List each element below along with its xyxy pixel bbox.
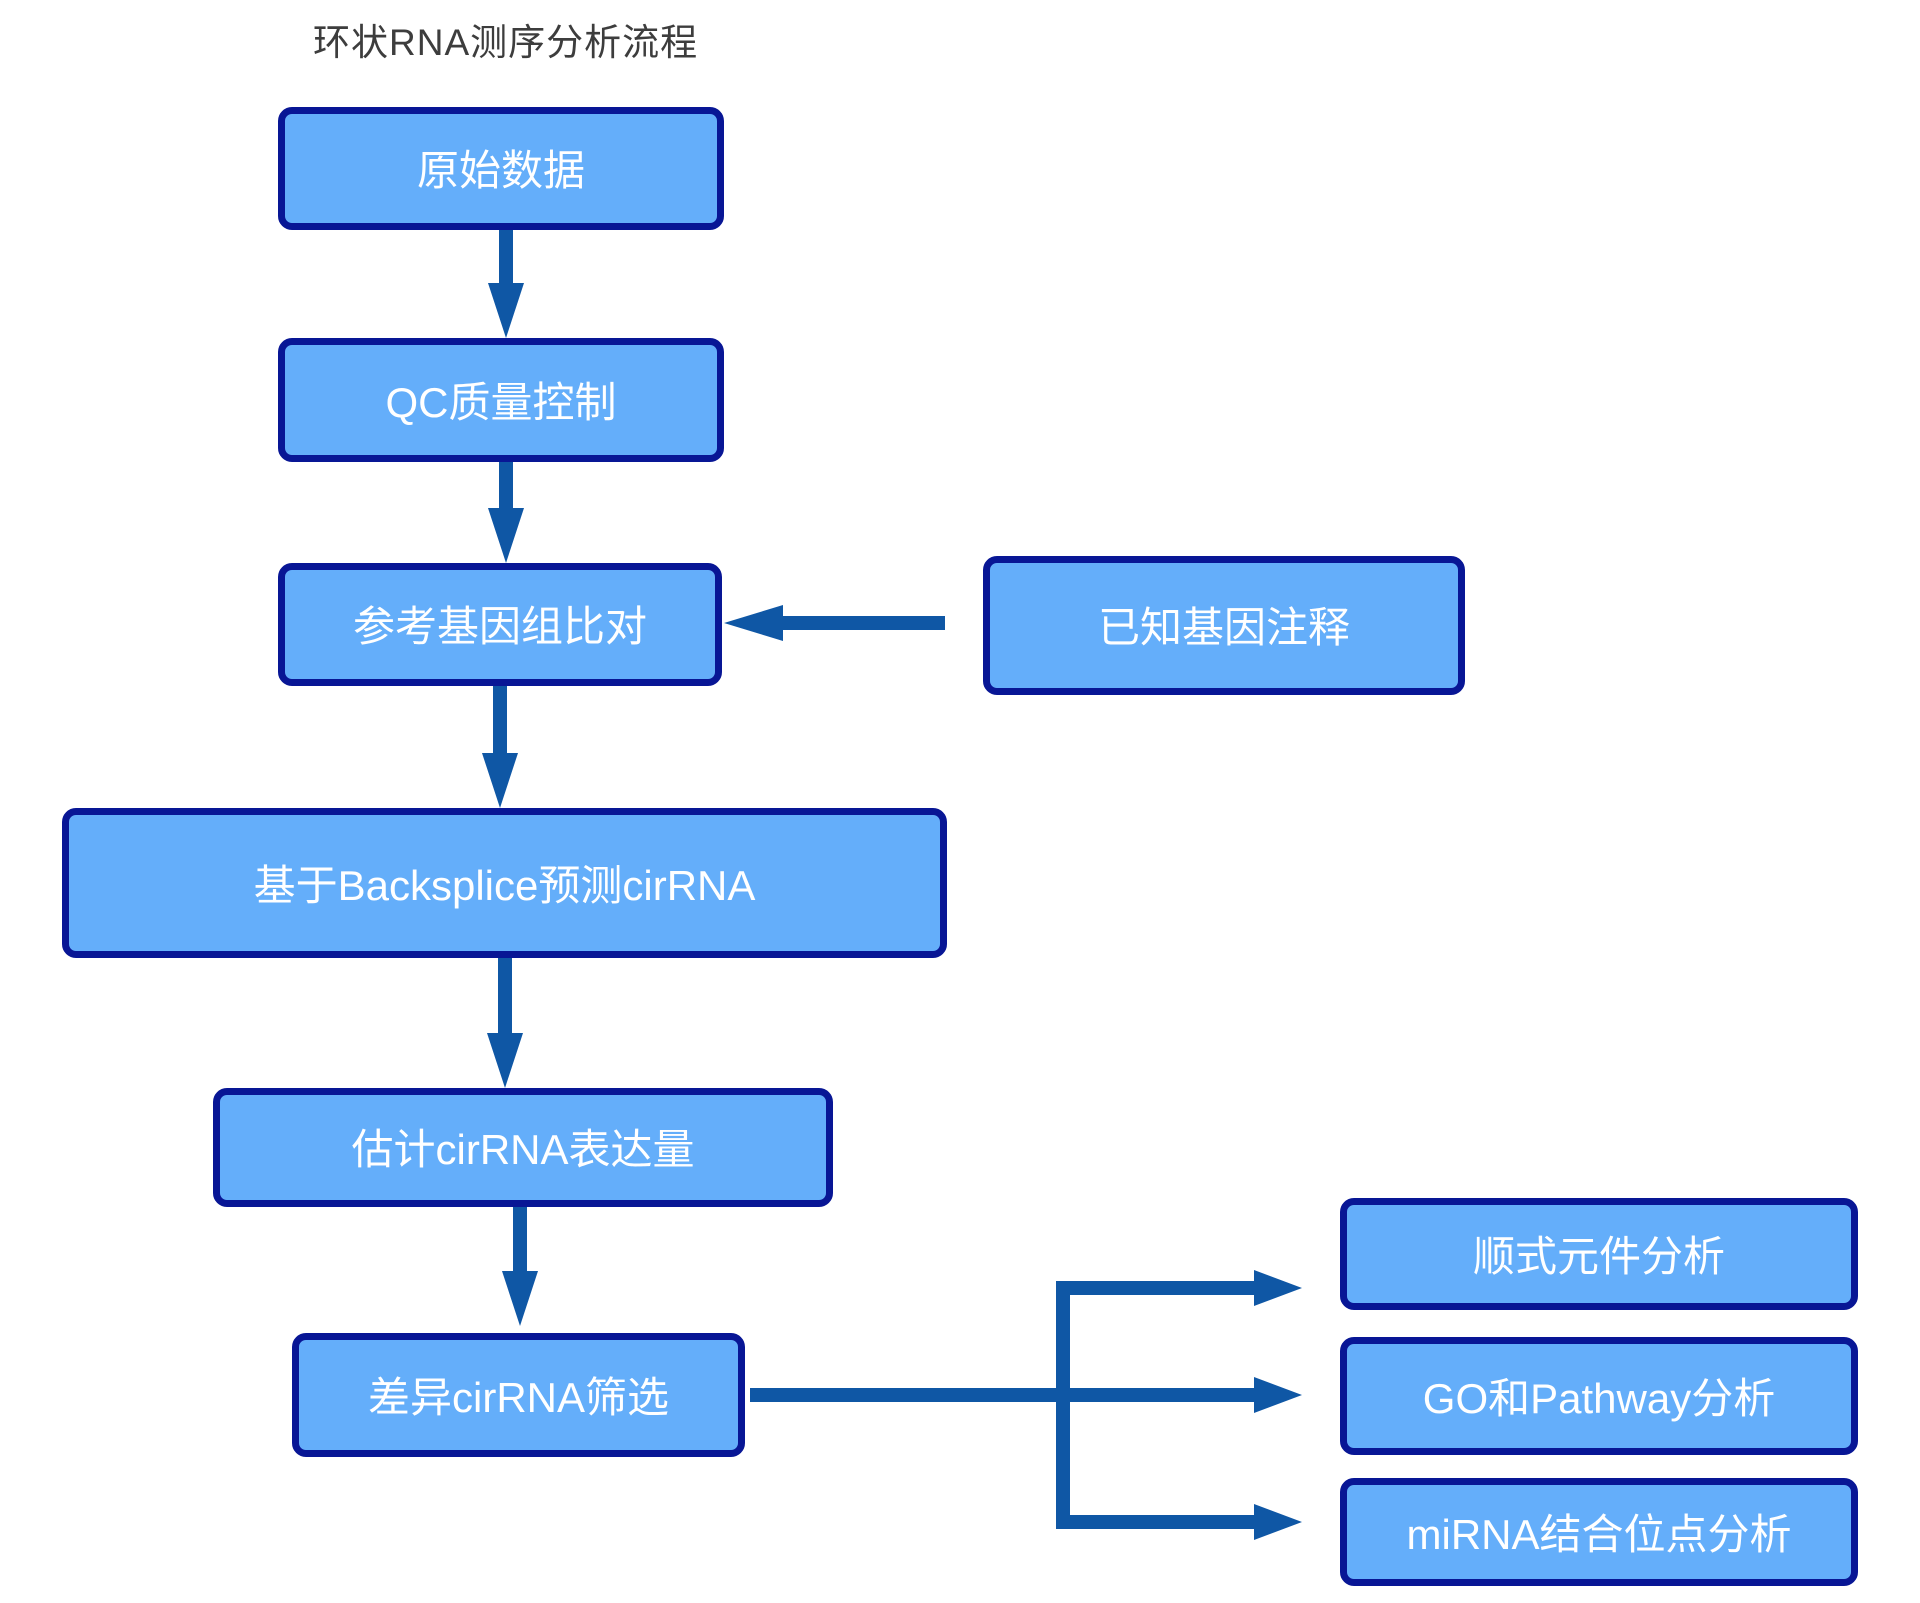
- node-annotation-label: 已知基因注释: [1097, 604, 1350, 651]
- node-mirna-label: miRNA结合位点分析: [1406, 1510, 1792, 1558]
- node-raw-data-label: 原始数据: [416, 147, 585, 194]
- node-go-pathway-label: GO和Pathway分析: [1422, 1374, 1776, 1422]
- node-diff: 差异cirRNA筛选: [292, 1333, 745, 1457]
- arrow-raw-to-qc: [488, 230, 524, 338]
- node-cis: 顺式元件分析: [1340, 1198, 1858, 1310]
- arrow-backsplice-to-expression: [487, 958, 523, 1088]
- arrow-expression-to-diff: [502, 1207, 538, 1326]
- node-align: 参考基因组比对: [278, 563, 722, 686]
- node-go-pathway: GO和Pathway分析: [1340, 1337, 1858, 1455]
- arrow-annotation-to-align: [724, 605, 945, 641]
- node-qc-label: QC质量控制: [385, 378, 617, 426]
- branch-diff-to-analyses: [750, 1270, 1302, 1540]
- node-cis-label: 顺式元件分析: [1472, 1232, 1725, 1280]
- node-expression-label: 估计cirRNA表达量: [351, 1126, 695, 1173]
- node-raw-data: 原始数据: [278, 107, 724, 230]
- arrow-align-to-backsplice: [482, 686, 518, 808]
- node-annotation: 已知基因注释: [983, 556, 1465, 695]
- node-backsplice: 基于Backsplice预测cirRNA: [62, 808, 947, 958]
- node-backsplice-label: 基于Backsplice预测cirRNA: [253, 861, 756, 909]
- node-align-label: 参考基因组比对: [352, 603, 647, 650]
- node-expression: 估计cirRNA表达量: [213, 1088, 833, 1207]
- arrow-qc-to-align: [488, 462, 524, 563]
- node-qc: QC质量控制: [278, 338, 724, 462]
- node-mirna: miRNA结合位点分析: [1340, 1478, 1858, 1586]
- diagram-title: 环状RNA测序分析流程: [313, 22, 699, 63]
- node-diff-label: 差异cirRNA筛选: [368, 1373, 669, 1421]
